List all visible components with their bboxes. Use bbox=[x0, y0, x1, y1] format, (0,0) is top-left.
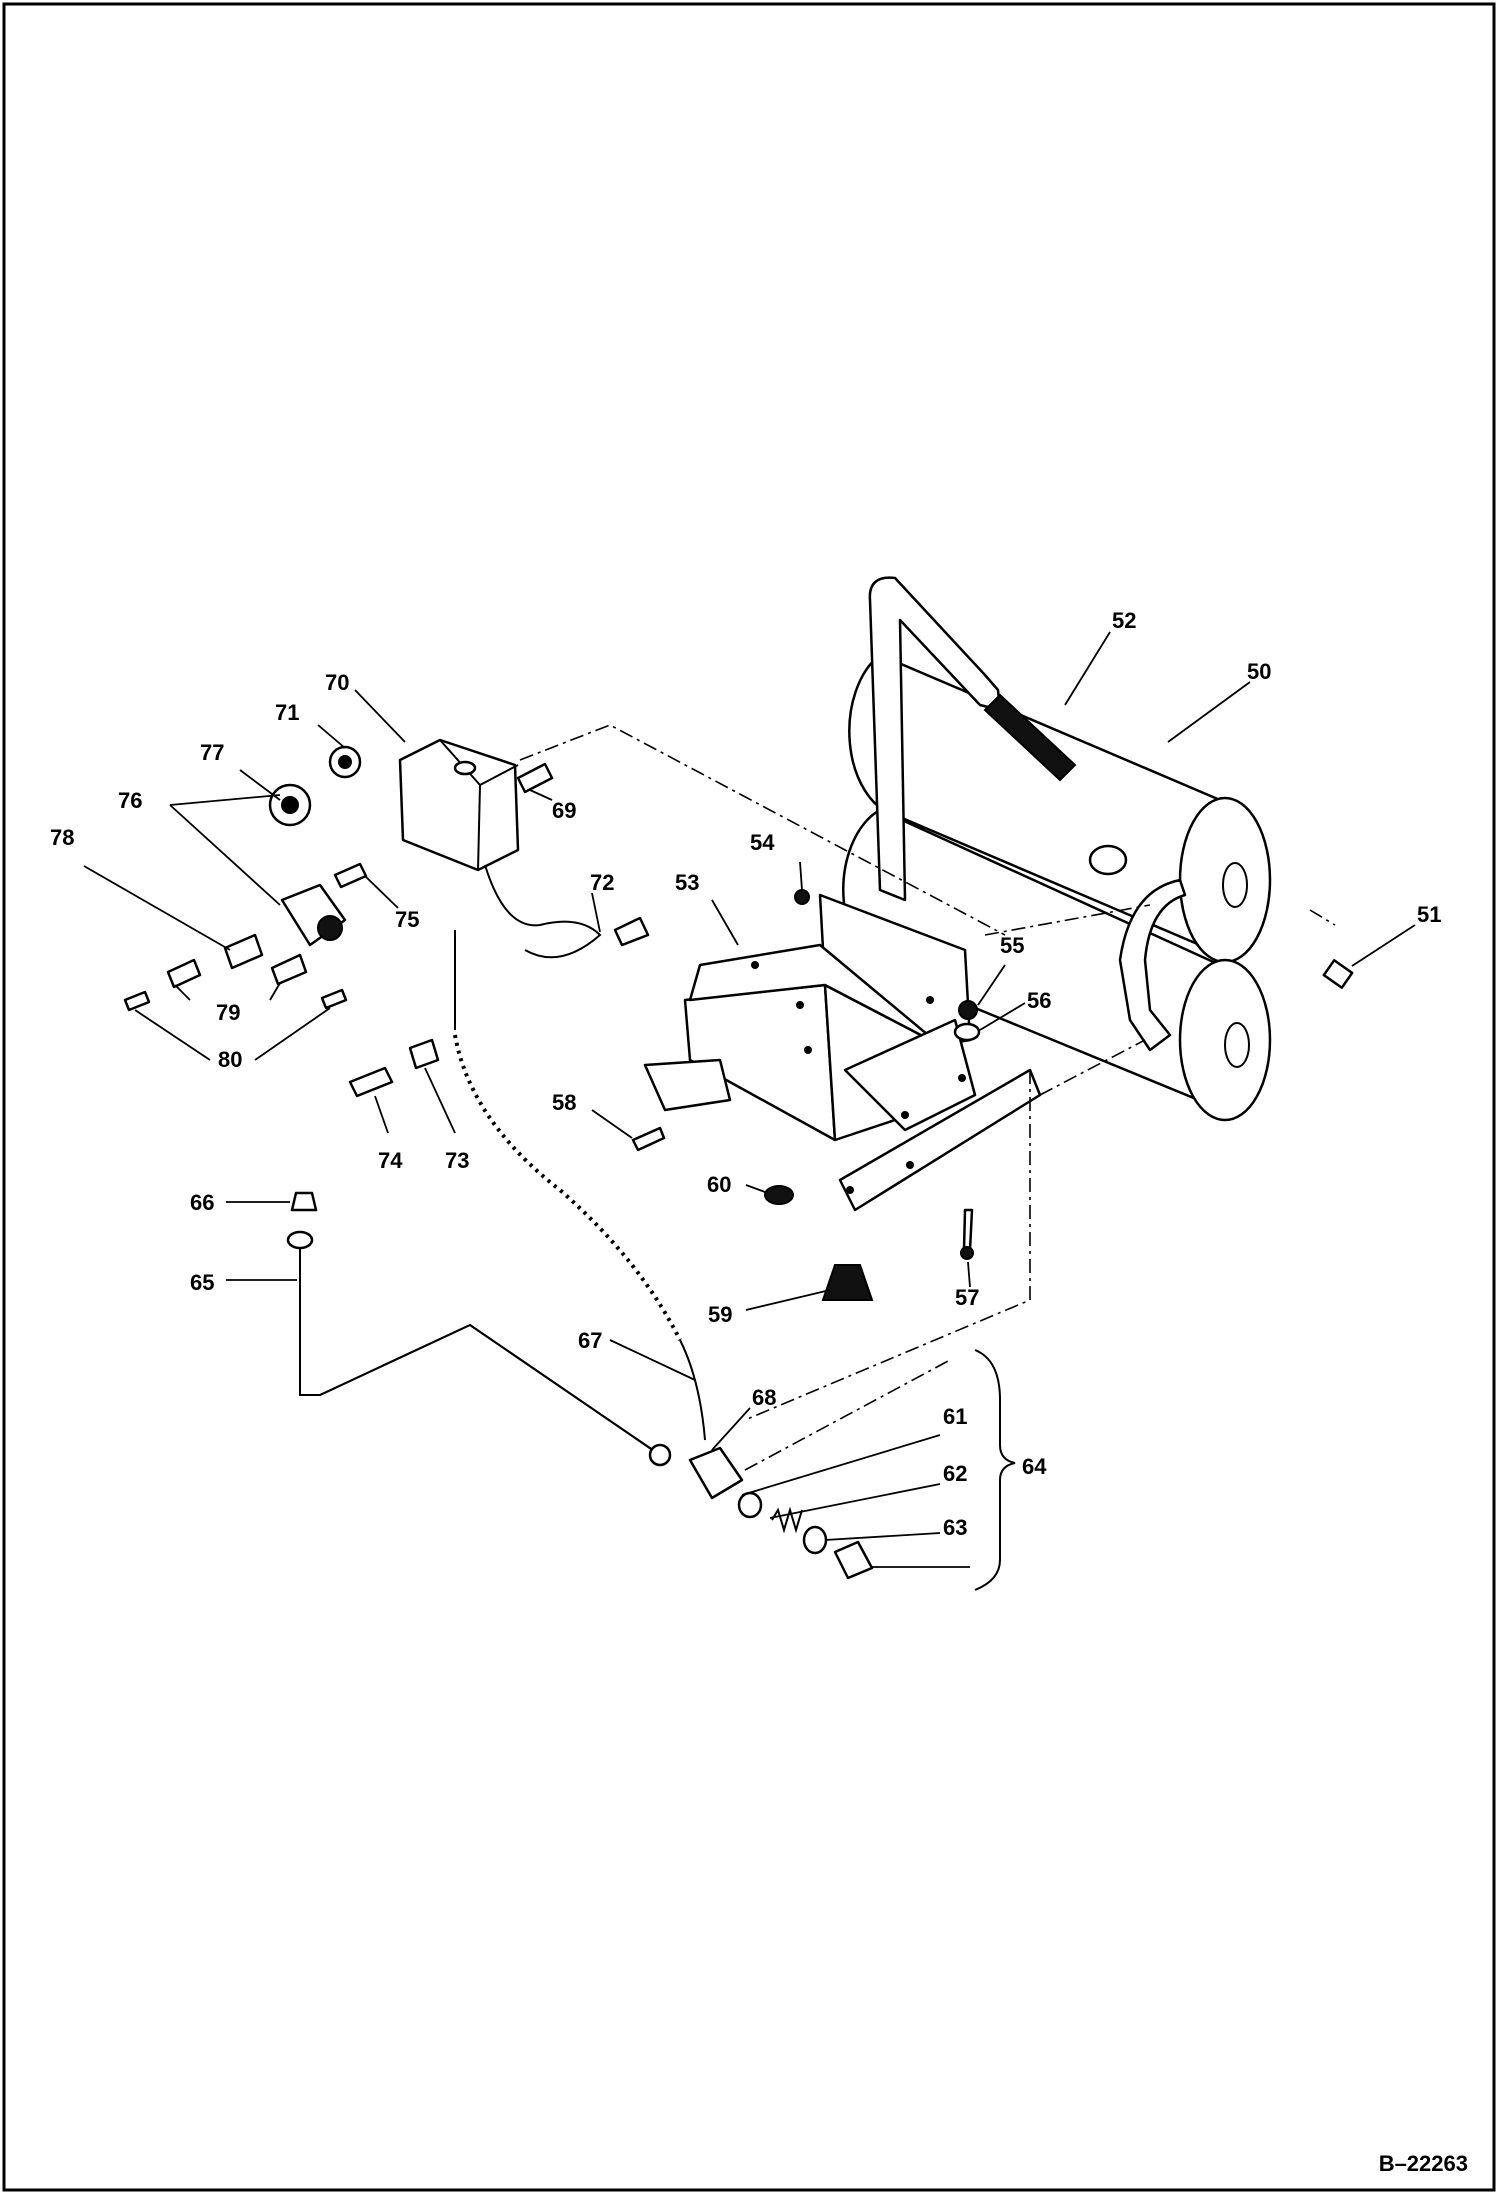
callout-57: 57 bbox=[955, 1285, 979, 1310]
callout-71: 71 bbox=[275, 700, 299, 725]
regulator-assembly bbox=[123, 783, 440, 1098]
callout-55: 55 bbox=[1000, 933, 1024, 958]
callout-73: 73 bbox=[445, 1148, 469, 1173]
callout-60: 60 bbox=[707, 1172, 731, 1197]
callout-70: 70 bbox=[325, 670, 349, 695]
callout-75: 75 bbox=[395, 907, 419, 932]
callout-54: 54 bbox=[750, 830, 775, 855]
callout-79: 79 bbox=[216, 1000, 240, 1025]
hose-and-check-valve bbox=[286, 930, 1016, 1591]
callout-53: 53 bbox=[675, 870, 699, 895]
callout-61: 61 bbox=[943, 1404, 967, 1429]
callout-78: 78 bbox=[50, 825, 74, 850]
callout-labels: 50 51 52 53 54 55 56 57 58 59 60 61 62 6… bbox=[50, 608, 1441, 1540]
callout-62: 62 bbox=[943, 1461, 967, 1486]
drawing-reference-number: B–22263 bbox=[1379, 2151, 1468, 2176]
leader-lines bbox=[83, 631, 1416, 1568]
callout-65: 65 bbox=[190, 1270, 214, 1295]
handle-grip-52 bbox=[983, 693, 1077, 782]
callout-50: 50 bbox=[1247, 659, 1271, 684]
callout-66: 66 bbox=[190, 1190, 214, 1215]
callout-58: 58 bbox=[552, 1090, 576, 1115]
callout-64: 64 bbox=[1022, 1454, 1047, 1479]
callout-52: 52 bbox=[1112, 608, 1136, 633]
callout-77: 77 bbox=[200, 740, 224, 765]
mounting-bracket bbox=[631, 889, 1151, 1421]
callout-67: 67 bbox=[578, 1328, 602, 1353]
air-tank-assembly bbox=[842, 576, 1354, 1122]
callout-80: 80 bbox=[218, 1047, 242, 1072]
callout-69: 69 bbox=[552, 798, 576, 823]
callout-68: 68 bbox=[752, 1385, 776, 1410]
callout-72: 72 bbox=[590, 870, 614, 895]
callout-59: 59 bbox=[708, 1302, 732, 1327]
callout-74: 74 bbox=[378, 1148, 403, 1173]
callout-76: 76 bbox=[118, 788, 142, 813]
callout-63: 63 bbox=[943, 1515, 967, 1540]
callout-51: 51 bbox=[1417, 902, 1441, 927]
callout-56: 56 bbox=[1027, 988, 1051, 1013]
pressure-switch-assembly bbox=[328, 738, 650, 959]
